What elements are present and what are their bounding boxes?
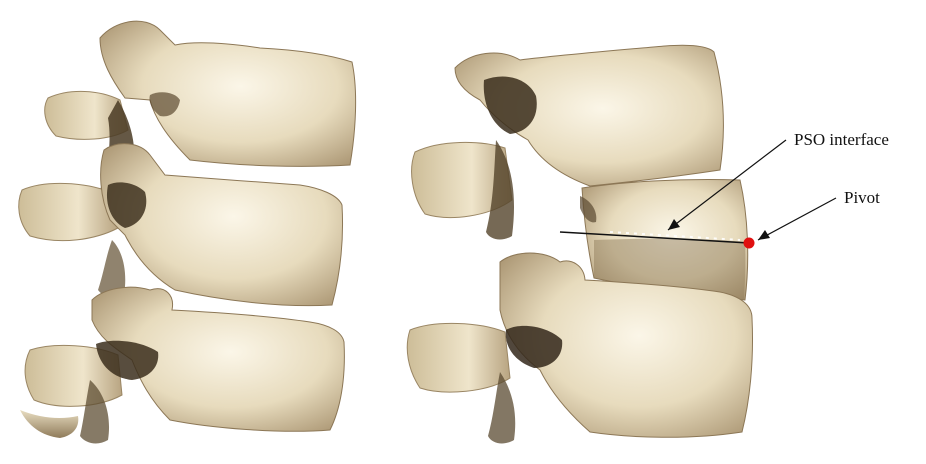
left-vertebra-top [45, 21, 356, 192]
red-dot-icon [744, 238, 755, 249]
pivot-label: Pivot [844, 188, 880, 208]
left-vertebra-middle [19, 144, 343, 306]
left-spine [19, 21, 356, 443]
left-vertebra-bottom [20, 287, 344, 443]
pso-interface-label: PSO interface [794, 130, 889, 150]
right-spine [407, 45, 752, 443]
pivot-arrow [758, 198, 836, 240]
